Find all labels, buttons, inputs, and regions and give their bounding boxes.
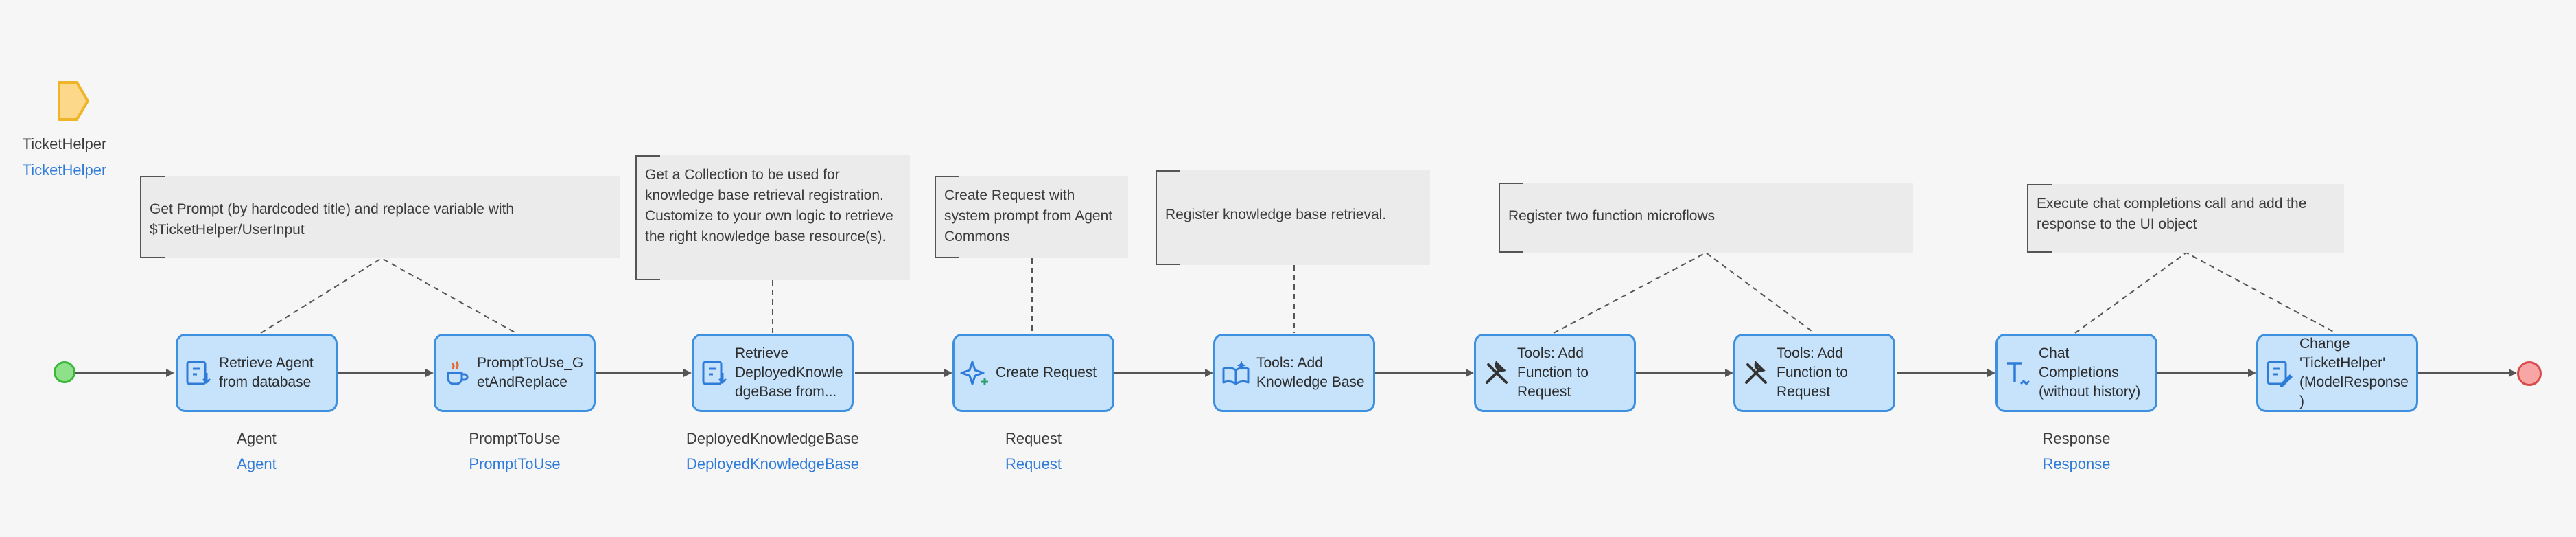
activity-label: Create Request bbox=[996, 365, 1097, 380]
parameter-icon bbox=[58, 81, 89, 121]
output-variable-name: Agent bbox=[237, 430, 277, 447]
activity-chat-completions[interactable]: Chat Completions (without history) bbox=[1995, 334, 2157, 412]
activity-label: Change 'TicketHelper' (ModelResponse) bbox=[2299, 336, 2409, 409]
end-event[interactable] bbox=[2517, 361, 2542, 386]
output-variable-type[interactable]: Request bbox=[1005, 455, 1062, 472]
activity-label: Tools: Add Function to Request bbox=[1517, 345, 1589, 400]
activity-label: PromptToUse_GetAndReplace bbox=[477, 355, 584, 390]
output-variable-type[interactable]: Agent bbox=[237, 455, 277, 472]
retrieve-icon bbox=[702, 361, 727, 385]
activity-add-function-2[interactable]: Tools: Add Function to Request bbox=[1733, 334, 1895, 412]
activity-label: Chat Completions (without history) bbox=[2039, 345, 2141, 400]
java-action-icon bbox=[447, 361, 469, 385]
annotation[interactable]: Register knowledge base retrieval. bbox=[1156, 170, 1430, 265]
output-variable-name: Request bbox=[1005, 430, 1062, 447]
annotation[interactable]: Execute chat completions call and add th… bbox=[2027, 184, 2344, 253]
output-variable-name: DeployedKnowledgeBase bbox=[686, 430, 859, 447]
knowledge-base-icon bbox=[1222, 361, 1250, 385]
tools-icon bbox=[1745, 361, 1767, 384]
activity-label: Retrieve DeployedKnowledgeBase from... bbox=[735, 345, 843, 400]
change-object-icon bbox=[2267, 361, 2293, 387]
parameter-type-link[interactable]: TicketHelper bbox=[22, 161, 107, 179]
activity-retrieve-kb[interactable]: Retrieve DeployedKnowledgeBase from... bbox=[692, 334, 854, 412]
activity-add-function-1[interactable]: Tools: Add Function to Request bbox=[1474, 334, 1636, 412]
output-variable-name: PromptToUse bbox=[469, 430, 561, 447]
activity-add-knowledge-base[interactable]: Tools: Add Knowledge Base bbox=[1213, 334, 1375, 412]
output-variable-type[interactable]: PromptToUse bbox=[469, 455, 561, 472]
start-event[interactable] bbox=[54, 361, 75, 383]
parameter-name: TicketHelper bbox=[22, 135, 107, 152]
activity-label: Tools: Add Function to Request bbox=[1777, 345, 1848, 400]
annotation-connectors bbox=[260, 251, 2337, 334]
annotation[interactable]: Get a Collection to be used for knowledg… bbox=[635, 155, 910, 280]
activity-change-object[interactable]: Change 'TicketHelper' (ModelResponse) bbox=[2256, 334, 2418, 412]
activity-prompt-replace[interactable]: PromptToUse_GetAndReplace bbox=[434, 334, 596, 412]
activity-retrieve-agent[interactable]: Retrieve Agent from database bbox=[176, 334, 338, 412]
activity-label: Retrieve Agent from database bbox=[219, 355, 314, 390]
tools-icon bbox=[1486, 361, 1508, 384]
annotation[interactable]: Register two function microflows bbox=[1499, 183, 1913, 253]
output-variable-type[interactable]: DeployedKnowledgeBase bbox=[686, 455, 859, 472]
sparkle-icon bbox=[960, 361, 988, 385]
text-icon bbox=[2007, 362, 2030, 386]
retrieve-icon bbox=[186, 361, 211, 385]
activity-create-request[interactable]: Create Request bbox=[952, 334, 1114, 412]
activity-label: Tools: Add Knowledge Base bbox=[1256, 355, 1365, 390]
annotation[interactable]: Create Request with system prompt from A… bbox=[935, 176, 1128, 258]
annotation[interactable]: Get Prompt (by hardcoded title) and repl… bbox=[140, 176, 620, 258]
output-variable-type[interactable]: Response bbox=[2042, 455, 2111, 472]
output-variable-name: Response bbox=[2042, 430, 2111, 447]
